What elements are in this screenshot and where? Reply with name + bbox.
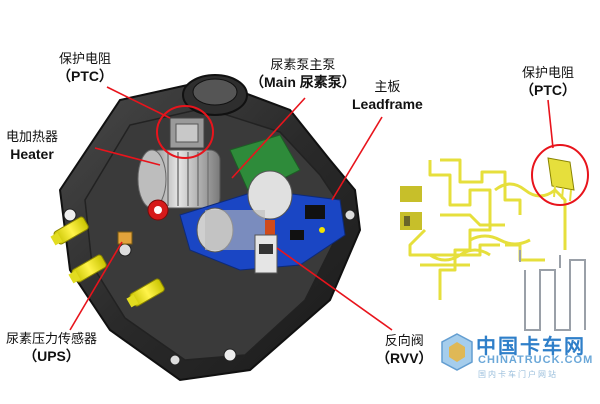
label-main-pump: 尿素泵主泵 （Main 尿素泵） [250,58,356,90]
pointer-lines [69,86,554,331]
pointer-rvv [276,247,393,331]
pointer-ptc-left [106,86,171,119]
leadframe-pads [400,186,422,230]
pointer-ptc-right [547,99,554,149]
label-rvv-en: （RVV） [376,350,433,366]
label-ptc-right-en: （PTC） [520,82,576,98]
pointer-leadframe [331,116,383,201]
watermark-sub: 国内卡车门户网站 [478,370,558,379]
motor-cylinder [182,74,248,116]
rvv-valve [254,234,278,274]
label-ptc-left-cn: 保护电阻 [58,52,111,67]
heater-element [137,149,221,209]
ups-sensor [147,199,169,221]
leadframe-traces-gray [519,250,586,331]
label-leadframe-en: Leadframe [352,96,423,112]
label-heater-cn: 电加热器 [6,130,59,145]
label-main-pump-cn: 尿素泵主泵 [270,58,336,73]
label-ups: 尿素压力传感器 （UPS） [6,332,97,364]
pointer-main-pump [231,97,306,179]
main-pump-board [229,134,301,196]
watermark: 中国卡车网 CHINATRUCK.COM 国内卡车门户网站 [440,328,594,388]
watermark-en: CHINATRUCK.COM [478,354,594,366]
label-rvv: 反向阀 （RVV） [376,334,433,366]
label-ptc-left: 保护电阻 （PTC） [57,52,113,84]
label-ptc-right-cn: 保护电阻 [521,66,574,81]
leadframe-illustration [408,158,567,300]
watermark-cn: 中国卡车网 [476,334,586,358]
label-heater-en: Heater [10,146,54,162]
label-leadframe: 主板 Leadframe [352,80,423,112]
label-main-pump-en: （Main 尿素泵） [250,74,356,90]
label-leadframe-cn: 主板 [374,80,401,95]
label-ptc-right: 保护电阻 （PTC） [520,66,576,98]
label-ups-en: （UPS） [23,348,80,364]
watermark-logo-icon [441,333,473,371]
ptc-resistor-left [156,105,214,159]
pointer-ups [69,241,123,331]
label-rvv-cn: 反向阀 [384,334,424,349]
pointer-heater [94,147,161,166]
ptc-resistor-right [531,144,589,206]
label-ptc-left-en: （PTC） [57,68,113,84]
label-ups-cn: 尿素压力传感器 [6,332,98,347]
label-heater: 电加热器 Heater [6,130,58,162]
yellow-fittings [50,216,165,308]
